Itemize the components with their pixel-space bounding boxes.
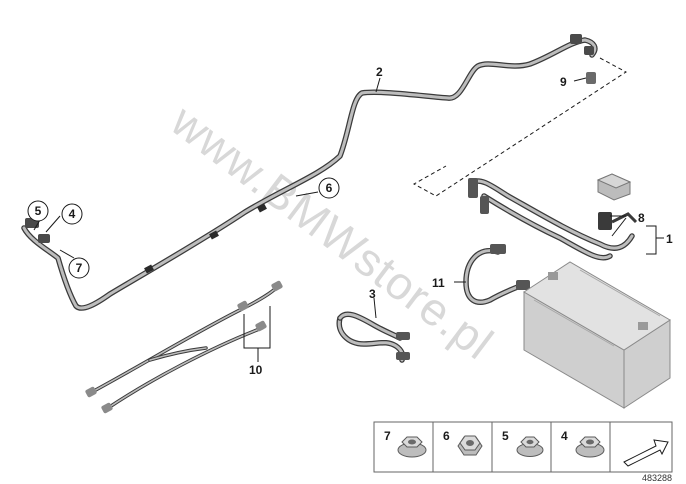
ground-cable-11	[463, 244, 530, 305]
battery	[523, 261, 671, 409]
label-part-11: 11	[432, 276, 445, 290]
callout-part-6-text: 6	[326, 181, 333, 195]
label-part-10: 10	[249, 363, 263, 377]
callout-part-7: 7	[68, 257, 90, 279]
legend-item-7: 7	[384, 429, 427, 458]
flange-nut-icon	[516, 436, 544, 457]
main-cable	[21, 34, 598, 311]
battery-cable-assembly	[468, 173, 638, 261]
legend-item-5: 5	[502, 429, 544, 457]
label-part-3: 3	[369, 287, 376, 301]
callout-part-4: 4	[61, 203, 83, 225]
legend-item-6: 6	[443, 429, 483, 456]
flange-nut-icon	[575, 436, 605, 458]
label-part-9: 9	[560, 75, 567, 89]
callout-part-7-text: 7	[76, 261, 83, 275]
leader-lines	[33, 77, 664, 362]
callout-part-6: 6	[318, 177, 340, 199]
cable-set-10	[85, 280, 283, 414]
label-part-1: 1	[666, 232, 673, 246]
legend-item-4-label: 4	[561, 429, 568, 443]
label-part-2: 2	[376, 65, 383, 79]
fastener-legend: 7 6 5 4	[373, 421, 673, 473]
callout-part-5: 5	[27, 200, 49, 222]
label-part-8: 8	[638, 211, 645, 225]
callout-part-5-text: 5	[35, 204, 42, 218]
callout-part-4-text: 4	[69, 207, 76, 221]
legend-item-4: 4	[561, 429, 605, 458]
legend-item-5-label: 5	[502, 429, 509, 443]
direction-arrow-icon	[623, 439, 669, 467]
legend-item-7-label: 7	[384, 429, 391, 443]
legend-item-6-label: 6	[443, 429, 450, 443]
diagram-number: 483288	[642, 473, 672, 483]
strap-cable-3	[336, 311, 410, 363]
clip-part-9	[586, 72, 596, 84]
flange-nut-icon	[397, 436, 427, 458]
hex-nut-icon	[457, 435, 483, 456]
